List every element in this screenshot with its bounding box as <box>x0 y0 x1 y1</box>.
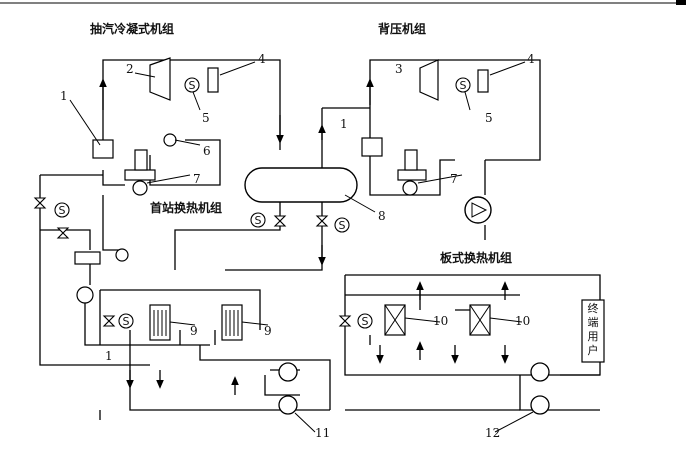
num-6: 6 <box>203 144 211 158</box>
sensor-label: S <box>362 315 369 328</box>
sensor-label: S <box>123 315 130 328</box>
end-user-box <box>581 299 605 363</box>
circulation-pump-12b-icon <box>530 395 550 415</box>
turbine-right-icon <box>419 59 439 101</box>
sensor-icon-5 <box>334 217 350 233</box>
sensor-icon-1 <box>184 77 200 93</box>
num-1a: 1 <box>60 89 68 103</box>
circulation-pump-11b-icon <box>278 395 298 415</box>
condenser-right <box>397 169 427 181</box>
num-1b: 1 <box>340 117 348 131</box>
num-5a: 5 <box>202 111 210 125</box>
num-12: 12 <box>485 426 500 440</box>
label-backpressure-unit: 背压机组 <box>378 21 426 36</box>
num-4b: 4 <box>527 52 535 66</box>
label-extraction-unit: 抽汽冷凝式机组 <box>90 21 174 36</box>
num-8: 8 <box>378 209 386 223</box>
num-3: 3 <box>395 62 403 76</box>
deaerator-left <box>134 149 148 171</box>
sensor-icon-4 <box>250 212 266 228</box>
screen-top-border <box>0 0 686 5</box>
num-11: 11 <box>315 426 330 440</box>
condensate-pump-left-icon <box>132 180 148 196</box>
condensate-pump-right-icon <box>402 180 418 196</box>
heat-exchanger-2 <box>221 304 243 341</box>
circulation-pump-12a-icon <box>530 362 550 382</box>
condenser-left <box>124 169 156 181</box>
separator-box-left <box>92 139 114 159</box>
tank-float-icon <box>115 248 129 262</box>
heat-exchanger-1 <box>149 304 171 341</box>
sensor-icon-6 <box>118 313 134 329</box>
makeup-pump-icon <box>76 286 94 304</box>
num-9a: 9 <box>190 324 198 338</box>
sensor-icon-2 <box>455 77 471 93</box>
num-5b: 5 <box>485 111 493 125</box>
label-front-station: 首站换热机组 <box>150 200 222 215</box>
steam-header-drum <box>244 167 358 203</box>
num-4a: 4 <box>258 52 266 66</box>
num-10b: 10 <box>515 314 530 328</box>
num-10a: 10 <box>433 314 448 328</box>
meter-left-icon <box>163 133 177 147</box>
generator-left-icon <box>207 67 219 93</box>
end-user-text: 终 端 用 户 <box>588 301 599 357</box>
circulation-pump-11a-icon <box>278 362 298 382</box>
component-numbers: 1 1 1 2 3 4 4 5 5 6 7 7 8 9 9 10 10 11 1… <box>60 52 535 440</box>
sensor-icon-7 <box>357 313 373 329</box>
separator-box-right <box>361 137 383 157</box>
end-user-char-1: 终 <box>588 301 599 315</box>
sensor-label: S <box>59 204 66 217</box>
end-user-char-2: 端 <box>588 316 599 329</box>
num-1c: 1 <box>105 349 113 363</box>
sensor-label: S <box>460 79 467 92</box>
leader-lines <box>69 61 534 433</box>
num-2: 2 <box>126 62 134 76</box>
generator-right-icon <box>477 69 489 93</box>
deaerator-right <box>404 149 418 171</box>
num-7a: 7 <box>193 172 201 186</box>
sensor-label: S <box>255 214 262 227</box>
sensor-icon-3 <box>54 202 70 218</box>
end-user-char-3: 用 <box>588 330 599 343</box>
end-user-char-4: 户 <box>588 343 599 357</box>
sensor-label: S <box>339 219 346 232</box>
pipe-network <box>39 59 601 420</box>
makeup-tank <box>74 251 101 265</box>
sensor-group: S S S S S S S <box>54 77 471 329</box>
turbine-left-icon <box>149 57 171 101</box>
sensor-label: S <box>189 79 196 92</box>
label-plate-unit: 板式换热机组 <box>440 250 512 265</box>
num-9b: 9 <box>264 324 272 338</box>
num-7b: 7 <box>450 172 458 186</box>
valves <box>33 197 352 327</box>
